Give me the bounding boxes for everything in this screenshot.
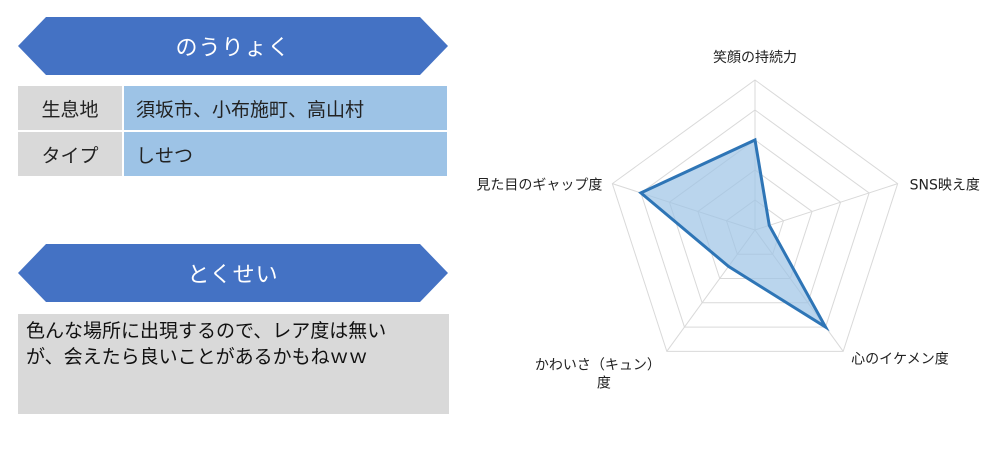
radar-grid-ring xyxy=(611,79,899,352)
habitat-value: 須坂市、小布施町、高山村 xyxy=(124,86,447,130)
habitat-label: 生息地 xyxy=(18,86,122,130)
radar-axis-label: かわいさ（キュン）度 xyxy=(535,357,661,391)
nouryoku-header: のうりょく xyxy=(18,17,448,75)
radar-axis-label: 見た目のギャップ度 xyxy=(476,178,602,194)
tokusei-title: とくせい xyxy=(187,263,279,288)
info-row-type: タイプ しせつ xyxy=(18,132,447,176)
radar-spoke xyxy=(754,183,898,231)
description-box: 色んな場所に出現するので、レア度は無い が、会えたら良いことがあるかもねｗｗ xyxy=(18,314,449,414)
description-line-2: が、会えたら良いことがあるかもねｗｗ xyxy=(26,346,368,368)
radar-points xyxy=(640,139,826,328)
tokusei-header: とくせい xyxy=(18,244,448,302)
radar-grid-ring xyxy=(640,109,870,328)
radar-axis-label: SNS映え度 xyxy=(910,178,980,194)
radar-grid xyxy=(611,79,899,352)
type-value: しせつ xyxy=(124,132,447,176)
radar-axis-label: 笑顔の持続力 xyxy=(713,49,797,66)
radar-series-area xyxy=(638,137,830,332)
radar-axis-label: 心のイケメン度 xyxy=(851,351,949,367)
nouryoku-title: のうりょく xyxy=(175,36,291,61)
type-label: タイプ xyxy=(18,132,122,176)
info-table: 生息地 須坂市、小布施町、高山村 タイプ しせつ xyxy=(18,86,447,178)
description-line-1: 色んな場所に出現するので、レア度は無い xyxy=(26,320,387,342)
info-row-habitat: 生息地 須坂市、小布施町、高山村 xyxy=(18,86,447,130)
